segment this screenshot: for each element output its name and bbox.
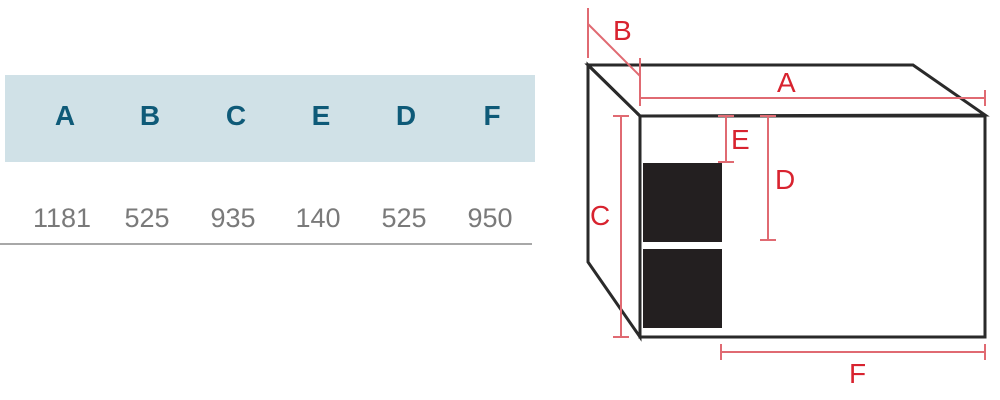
- header-b: B: [139, 100, 161, 131]
- value-d: 525: [381, 203, 427, 233]
- value-c: 935: [210, 203, 256, 233]
- header-a: A: [54, 100, 76, 131]
- table-divider: [0, 243, 532, 245]
- label-d: D: [775, 164, 795, 195]
- table-header-band: [5, 75, 535, 162]
- header-f: F: [483, 100, 501, 131]
- header-e: E: [311, 100, 331, 131]
- header-d: D: [395, 100, 417, 131]
- label-c: C: [590, 200, 610, 231]
- value-e: 140: [295, 203, 341, 233]
- label-f: F: [849, 358, 866, 389]
- cabinet-outline: [584, 61, 990, 342]
- label-a: A: [777, 67, 796, 98]
- header-c: C: [225, 100, 247, 131]
- value-f: 950: [467, 203, 513, 233]
- drawer-top: [643, 163, 722, 242]
- label-b: B: [613, 15, 632, 46]
- dimension-lines: [587, 8, 986, 360]
- label-e: E: [731, 124, 750, 155]
- drawer-bottom: [643, 249, 722, 328]
- value-b: 525: [124, 203, 170, 233]
- value-a: 1181: [32, 203, 92, 233]
